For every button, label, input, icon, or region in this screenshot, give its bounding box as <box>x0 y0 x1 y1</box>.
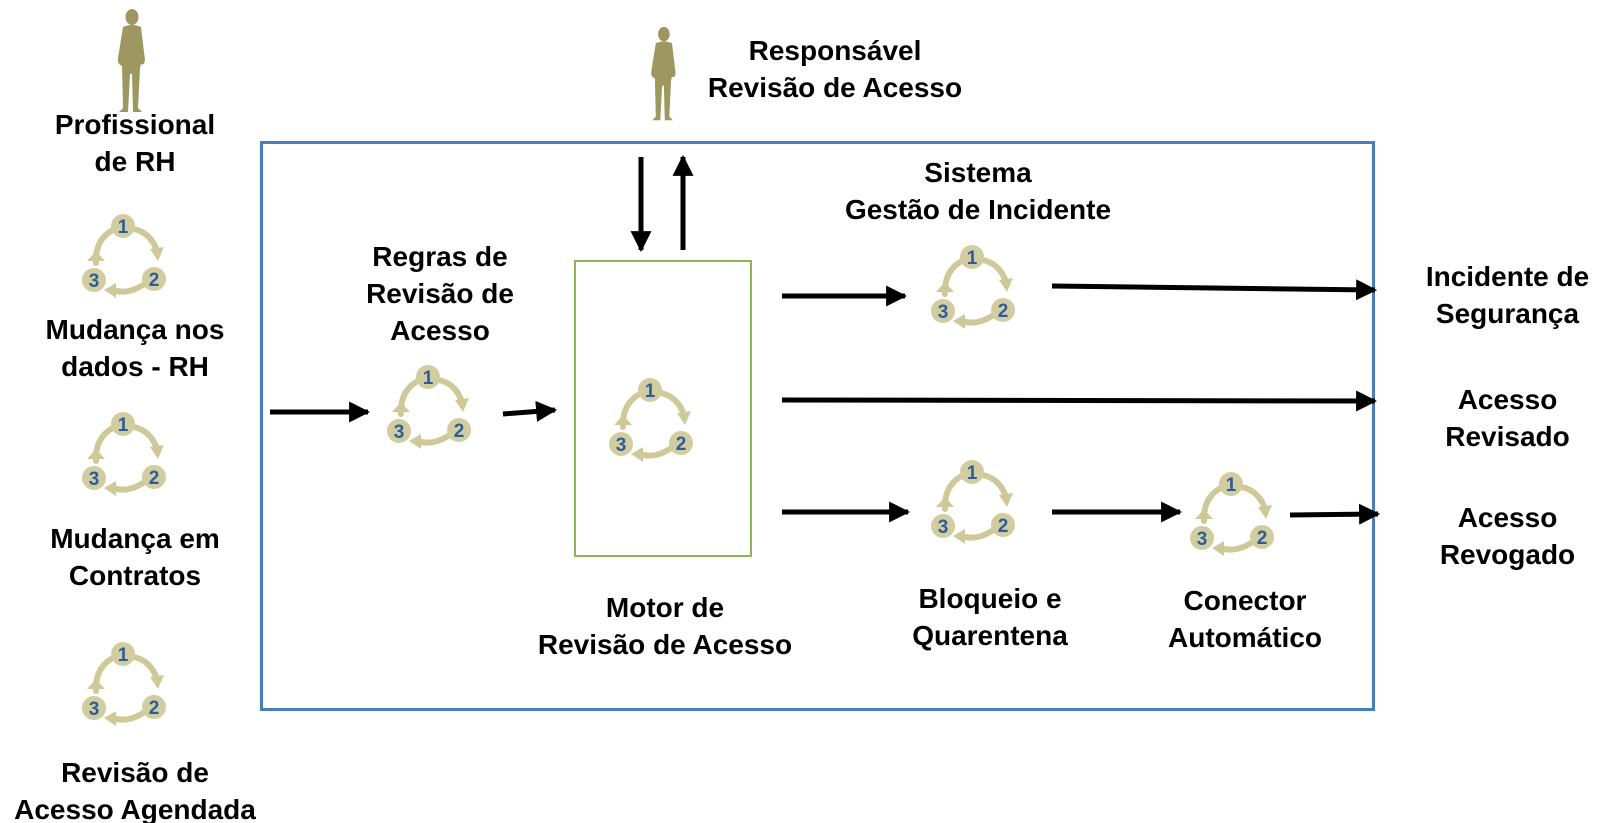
svg-text:3: 3 <box>89 469 100 490</box>
cycle-123-icon: 1 2 3 <box>77 213 177 307</box>
svg-text:1: 1 <box>967 463 978 484</box>
svg-text:1: 1 <box>967 248 978 269</box>
svg-text:3: 3 <box>89 699 100 720</box>
review-engine-frame <box>574 260 752 557</box>
cycle-123-icon: 1 2 3 <box>604 377 704 471</box>
cycle-123-icon: 1 2 3 <box>382 364 482 458</box>
arrow-incident-system-to-output <box>1051 279 1378 301</box>
process-boundary-frame <box>260 141 1375 711</box>
svg-text:3: 3 <box>938 517 949 538</box>
cycle-123-icon: 1 2 3 <box>77 641 177 735</box>
svg-text:2: 2 <box>454 421 465 442</box>
person-icon <box>111 8 151 114</box>
svg-text:2: 2 <box>1257 528 1268 549</box>
arrow-engine-to-access-reviewed <box>781 390 1378 412</box>
svg-text:3: 3 <box>938 302 949 323</box>
svg-text:1: 1 <box>118 415 129 436</box>
svg-text:2: 2 <box>676 434 687 455</box>
svg-text:3: 3 <box>394 422 405 443</box>
person-icon <box>645 26 681 122</box>
arrow-connector-to-access-revoked <box>1289 503 1381 525</box>
arrow-rules-to-engine <box>502 400 558 422</box>
svg-text:3: 3 <box>616 435 627 456</box>
svg-text:2: 2 <box>149 468 160 489</box>
svg-text:1: 1 <box>1226 475 1237 496</box>
svg-text:1: 1 <box>645 381 656 402</box>
cycle-123-icon: 1 2 3 <box>926 244 1026 338</box>
cycle-123-icon: 1 2 3 <box>1185 471 1285 565</box>
cycle-123-icon: 1 2 3 <box>926 459 1026 553</box>
svg-text:1: 1 <box>118 645 129 666</box>
svg-text:2: 2 <box>998 301 1009 322</box>
svg-text:1: 1 <box>423 368 434 389</box>
svg-text:3: 3 <box>89 271 100 292</box>
svg-text:1: 1 <box>118 217 129 238</box>
svg-text:2: 2 <box>998 516 1009 537</box>
svg-text:2: 2 <box>149 270 160 291</box>
svg-text:2: 2 <box>149 698 160 719</box>
cycle-123-icon: 1 2 3 <box>77 411 177 505</box>
svg-text:3: 3 <box>1197 529 1208 550</box>
